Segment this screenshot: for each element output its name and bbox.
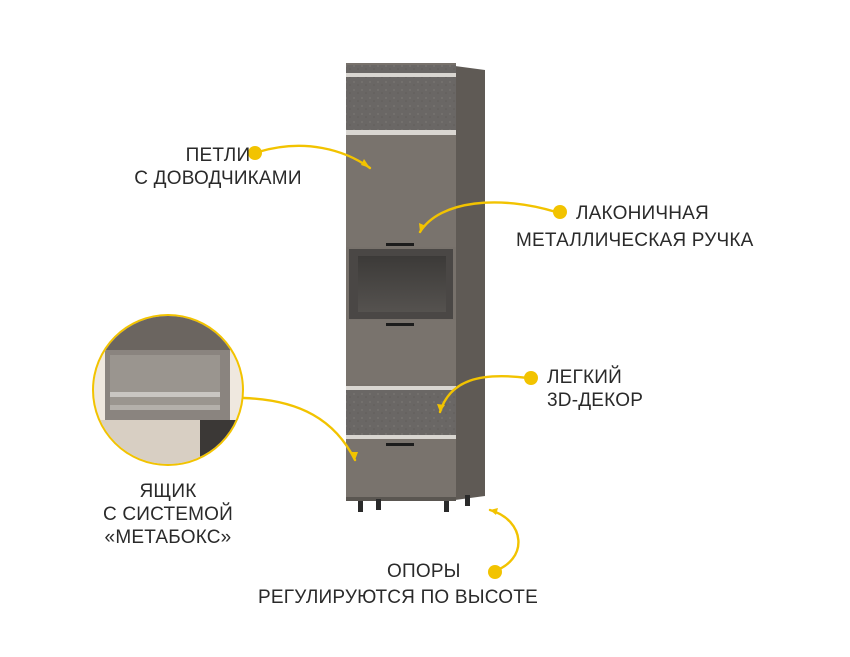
legs-dot xyxy=(488,565,502,579)
lower-trim-top xyxy=(346,386,456,390)
leg xyxy=(358,501,363,512)
decor-arrow xyxy=(438,374,530,414)
legs-line1: ОПОРЫ xyxy=(387,561,461,582)
leg xyxy=(444,501,449,512)
top-trim xyxy=(346,73,456,77)
drawer-callout: ЯЩИК С СИСТЕМОЙ «МЕТАБОКС» xyxy=(68,480,268,549)
drawer-line3: «МЕТАБОКС» xyxy=(104,527,232,548)
decor-callout: ЛЕГКИЙ 3D-ДЕКОР xyxy=(547,366,643,412)
hinges-dot xyxy=(248,146,262,160)
upper-door-handle xyxy=(386,243,414,246)
drawer-line1: ЯЩИК xyxy=(139,481,197,502)
legs-callout: ОПОРЫ xyxy=(387,560,461,583)
bottom-drawer-handle xyxy=(386,443,414,446)
drawer-detail-photo xyxy=(92,314,244,466)
legs-line2: РЕГУЛИРУЮТСЯ ПО ВЫСОТЕ xyxy=(258,587,538,608)
drawer-line2: С СИСТЕМОЙ xyxy=(102,504,233,525)
hinges-line1: ПЕТЛИ xyxy=(185,145,251,166)
hinges-arrow xyxy=(256,144,372,170)
hinges-callout: ПЕТЛИ С ДОВОДЧИКАМИ xyxy=(118,144,318,190)
upper-door xyxy=(346,135,456,247)
handle-dot xyxy=(553,205,567,219)
bottom-drawer xyxy=(346,439,456,497)
legs-callout-2: РЕГУЛИРУЮТСЯ ПО ВЫСОТЕ xyxy=(258,586,538,609)
leg xyxy=(465,495,470,506)
decor-line2: 3D-ДЕКОР xyxy=(547,390,644,411)
handle-arrow xyxy=(418,201,558,234)
legs-arrow xyxy=(488,508,520,574)
handle-line2: МЕТАЛЛИЧЕСКАЯ РУЧКА xyxy=(516,230,754,251)
handle-callout: ЛАКОНИЧНАЯ xyxy=(576,202,709,225)
middle-door xyxy=(346,320,456,384)
top-trim-lower xyxy=(346,130,456,135)
leg xyxy=(376,499,381,510)
handle-callout-2: МЕТАЛЛИЧЕСКАЯ РУЧКА xyxy=(516,229,754,252)
cabinet-side-panel xyxy=(455,66,485,500)
hinges-line2: С ДОВОДЧИКАМИ xyxy=(134,168,302,189)
middle-door-handle xyxy=(386,323,414,326)
decor-dot xyxy=(524,371,538,385)
lower-trim-bottom xyxy=(346,435,456,439)
decor-line1: ЛЕГКИЙ xyxy=(547,367,623,388)
niche-inner xyxy=(358,256,446,312)
lower-decor-panel xyxy=(346,386,456,438)
drawer-arrow xyxy=(242,396,357,462)
handle-line1: ЛАКОНИЧНАЯ xyxy=(576,203,709,224)
